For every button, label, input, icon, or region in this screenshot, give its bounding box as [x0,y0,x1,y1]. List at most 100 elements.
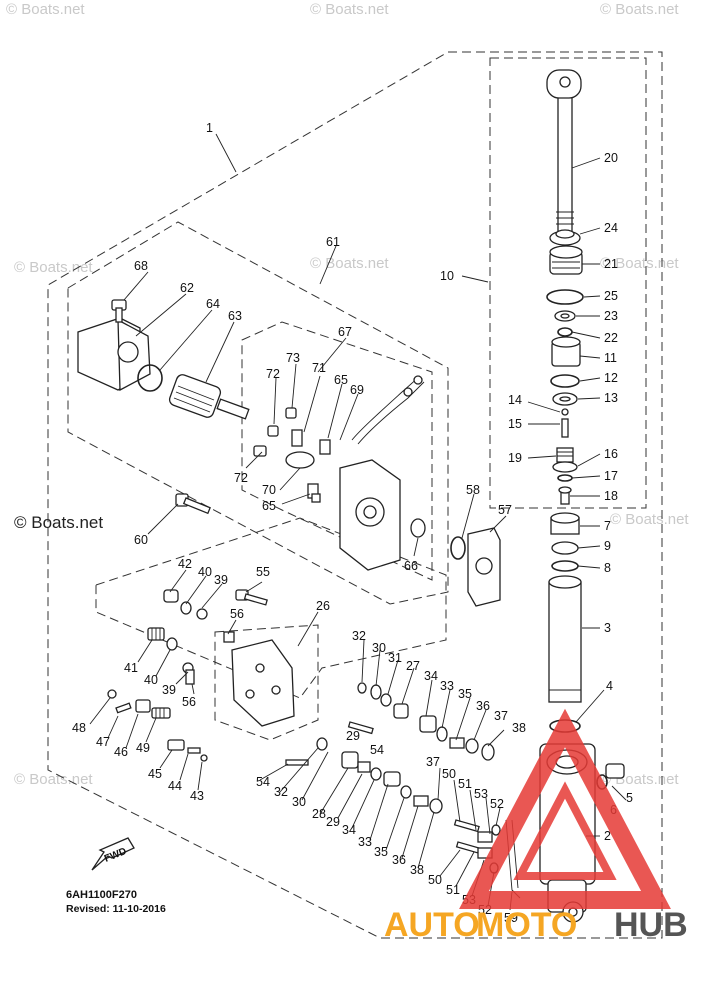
pin-56 [185,631,235,685]
piston-21 [549,245,583,275]
watermark: © Boats.net [600,1,679,18]
label-36b: 36 [392,853,406,867]
label-56a: 56 [230,607,244,621]
o-ring-64 [137,364,163,392]
label-18: 18 [604,489,618,503]
gasket-57 [467,527,501,607]
label-25: 25 [604,289,618,303]
label-54b: 54 [256,775,270,789]
label-17: 17 [604,469,618,483]
automotohub-logo: AUTO MOTO HUB [384,708,688,944]
brush-holder-71 [285,429,315,469]
label-11: 11 [604,351,617,365]
label-34b: 34 [342,823,356,837]
label-60: 60 [134,533,148,547]
diagram-code: 6AH1100F270 [66,889,137,901]
label-46: 46 [114,745,128,759]
label-22: 22 [604,331,618,345]
label-38b: 38 [410,863,424,877]
label-5: 5 [626,791,633,805]
label-43: 43 [190,789,204,803]
watermark: © Boats.net [310,255,389,272]
spring-45 [167,739,185,751]
seal-16 [552,461,578,473]
label-36a: 36 [476,699,490,713]
label-40b: 40 [144,673,158,687]
label-32a: 32 [352,629,366,643]
label-44: 44 [168,779,182,793]
washer-40 [166,601,192,651]
end-cover-66 [339,459,401,571]
housing-2 [539,743,596,923]
screw-18 [558,486,572,505]
spring-65 [307,439,331,499]
label-50b: 50 [428,873,442,887]
label-16: 16 [604,447,618,461]
label-7: 7 [604,519,611,533]
label-65b: 65 [262,499,276,513]
label-30a: 30 [372,641,386,655]
ball-48 [107,689,117,699]
washer-13 [552,392,578,406]
label-70: 70 [262,483,276,497]
pin-44 [187,747,201,754]
o-ring-12 [550,374,580,388]
valve-row-lower [316,737,443,814]
plug-46 [135,699,151,713]
label-26: 26 [316,599,330,613]
spring-19 [556,447,574,463]
washer-9 [551,541,579,555]
plug-5 [605,763,625,779]
label-34a: 34 [424,669,438,683]
label-67: 67 [338,325,352,339]
motor-yoke-62 [77,317,151,392]
label-13: 13 [604,391,618,405]
valve-11 [551,336,581,367]
label-65a: 65 [334,373,348,387]
logo-text-hub: HUB [614,906,688,944]
label-38a: 38 [512,721,526,735]
label-55: 55 [256,565,270,579]
label-28a: 28 [312,807,326,821]
label-30b: 30 [292,795,306,809]
assembly-10-outline [489,57,647,509]
watermark: © Boats.net [610,511,689,528]
label-66: 66 [404,559,418,573]
washer-23 [554,310,576,322]
screw-73 [285,407,297,419]
screw-72 [253,425,279,457]
label-9: 9 [604,539,611,553]
label-45: 45 [148,767,162,781]
o-ring-22 [557,327,573,337]
label-50a: 50 [442,767,456,781]
label-23: 23 [604,309,618,323]
label-63: 63 [228,309,242,323]
label-71: 71 [312,361,326,375]
label-49: 49 [136,741,150,755]
label-62: 62 [180,281,194,295]
assembly-67-outline [241,321,433,581]
label-56b: 56 [182,695,196,709]
label-48: 48 [72,721,86,735]
pump-body-26 [231,639,295,727]
label-73: 73 [286,351,300,365]
cap-7 [550,512,580,535]
label-59: 59 [504,911,518,925]
lead-wire-69 [351,375,425,445]
watermark: © Boats.net [14,771,93,788]
label-47: 47 [96,735,110,749]
label-39b: 39 [162,683,176,697]
label-19: 19 [508,451,522,465]
revised-date: Revised: 11-10-2016 [66,903,166,915]
label-1: 1 [206,121,213,135]
watermark: © Boats.net [600,255,679,272]
label-53a: 53 [474,787,488,801]
part-labels: 1 2 3 4 5 6 7 8 9 10 11 12 13 14 15 16 1… [72,121,633,925]
label-33a: 33 [440,679,454,693]
label-37a: 37 [494,709,508,723]
label-21: 21 [604,257,618,271]
label-35a: 35 [458,687,472,701]
leader-lines [89,133,627,911]
label-2: 2 [604,829,611,843]
